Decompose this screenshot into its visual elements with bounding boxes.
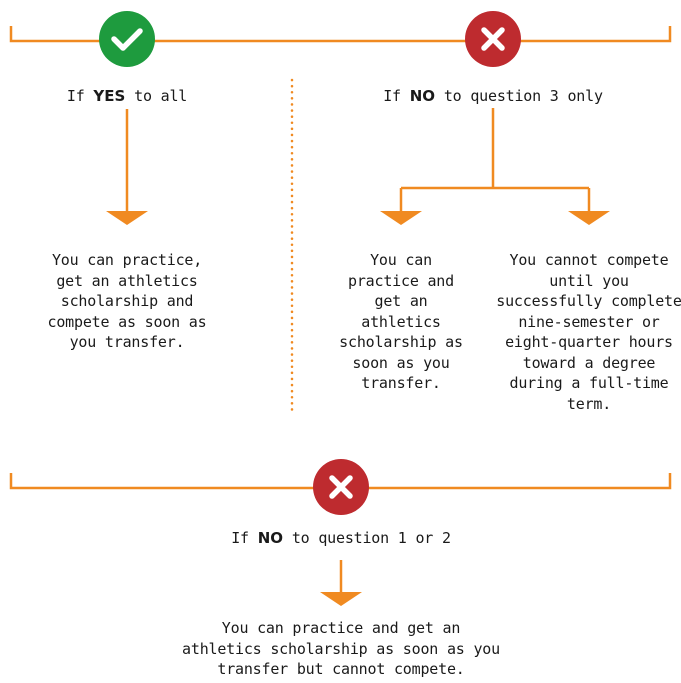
yes-badge — [99, 11, 155, 67]
no-q3-outcome-right: You cannot compete until you successfull… — [496, 251, 681, 413]
check-icon — [111, 28, 143, 51]
no-keyword: NO — [409, 87, 435, 105]
no-q3-outcome-left: You can practice and get an athletics sc… — [339, 251, 463, 392]
no-keyword: NO — [257, 529, 283, 547]
x-icon — [329, 475, 353, 499]
no-q1-q2-outcome: You can practice and get an athletics sc… — [182, 619, 500, 678]
yes-all-condition: If YES to all — [66, 87, 188, 105]
no-q3-badge — [465, 11, 521, 67]
yes-all-outcome: You can practice, get an athletics schol… — [47, 251, 207, 351]
yes-keyword: YES — [93, 87, 126, 105]
bottom-arrowhead — [320, 592, 362, 606]
yes-arrowhead — [106, 211, 148, 225]
no-q3-left-arrowhead — [380, 211, 422, 225]
no-q3-right-arrowhead — [568, 211, 610, 225]
top-bracket-line — [9, 26, 672, 43]
x-icon — [481, 27, 505, 51]
no-q1-q2-condition: If NO to question 1 or 2 — [231, 529, 451, 547]
no-q1-q2-badge — [313, 459, 369, 515]
no-q3-condition: If NO to question 3 only — [383, 87, 603, 105]
